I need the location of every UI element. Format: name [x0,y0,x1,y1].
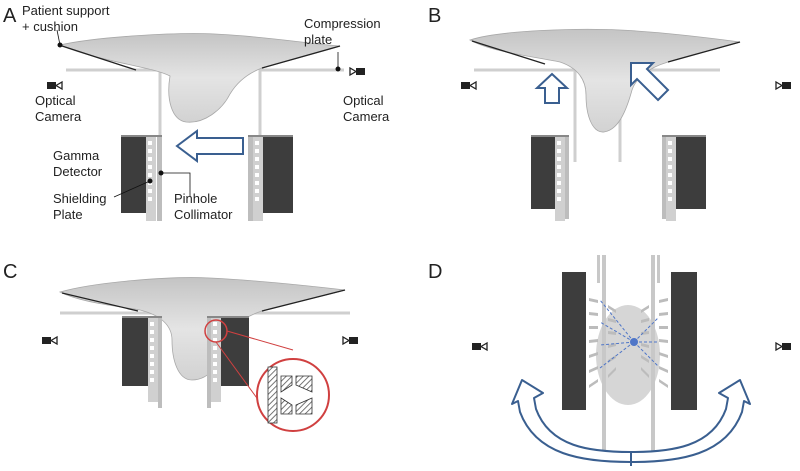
optical-camera-icon [342,336,359,345]
optical-camera-icon [775,81,792,90]
hollow-arrow-icon [630,62,670,102]
shielding-plate-left [157,137,162,221]
breast-tissue [469,28,741,133]
patient-support [61,289,346,312]
panel-a-letter: A [3,5,17,27]
optical-camera-right-label-2: Camera [343,109,390,124]
hollow-arrow-icon [534,72,570,104]
collimator-right [253,137,263,221]
breast-tissue [596,305,660,405]
shielding-plate-label-2: Plate [53,207,83,222]
patient-support [61,45,341,71]
collimator-right [211,318,221,402]
optical-camera-icon [775,342,792,351]
curved-double-arrow-icon [511,379,751,463]
gamma-detector-left [562,272,586,410]
panel-b-letter: B [428,5,441,27]
compression-plate-label: Compression [304,16,381,31]
collimator-left [148,318,158,402]
gamma-detector-right [671,272,697,410]
optical-camera-icon [460,81,477,90]
shielding-plate-label: Shielding [53,191,107,206]
shielding-plate-right [207,318,211,408]
gamma-detector-label: Gamma [53,148,100,163]
gamma-detector-left [122,318,148,386]
optical-camera-right-label: Optical [343,93,384,108]
gamma-detector-right [676,137,706,209]
panel-a: A Patient support + cushion Comp [3,3,390,222]
collimator-left [555,137,565,221]
collimator-septa [589,298,668,388]
optical-camera-left-label-2: Camera [35,109,82,124]
panel-b: B [428,5,792,221]
panel-d-letter: D [428,261,442,283]
shielding-plate-right [651,255,655,455]
patient-support-label: Patient support [22,3,110,18]
optical-camera-icon [349,67,366,76]
hollow-arrow-icon [175,129,244,163]
shielding-plate-left [158,318,162,408]
shielding-plate-right [248,137,253,221]
optical-camera-icon [471,342,488,351]
pinhole-rays [599,299,659,369]
pinhole-collimator-label-2: Collimator [174,207,233,222]
optical-camera-left-label: Optical [35,93,76,108]
optical-camera-icon [41,336,58,345]
gamma-detector-left [531,137,555,209]
compression-plate-label-2: plate [304,32,332,47]
optical-camera-icon [46,81,63,90]
gamma-detector-label-2: Detector [53,164,103,179]
shielding-plate-right [662,137,666,219]
panel-c-letter: C [3,261,17,283]
gamma-detector-left [121,137,146,213]
patient-support [471,40,741,65]
patient-support-label-2: + cushion [22,19,78,34]
collimator-right [666,137,676,221]
panel-c: C [3,261,359,432]
gamma-detector-right [263,137,293,213]
shielding-plate-left [565,137,569,219]
lesion [630,338,638,346]
pinhole-collimator-label: Pinhole [174,191,217,206]
panel-d: D [428,255,792,466]
zoomed-collimator-detail [256,358,330,432]
breast-tissue [58,33,341,123]
shielding-plate-left [602,255,606,455]
gamma-detector-right [221,318,249,386]
